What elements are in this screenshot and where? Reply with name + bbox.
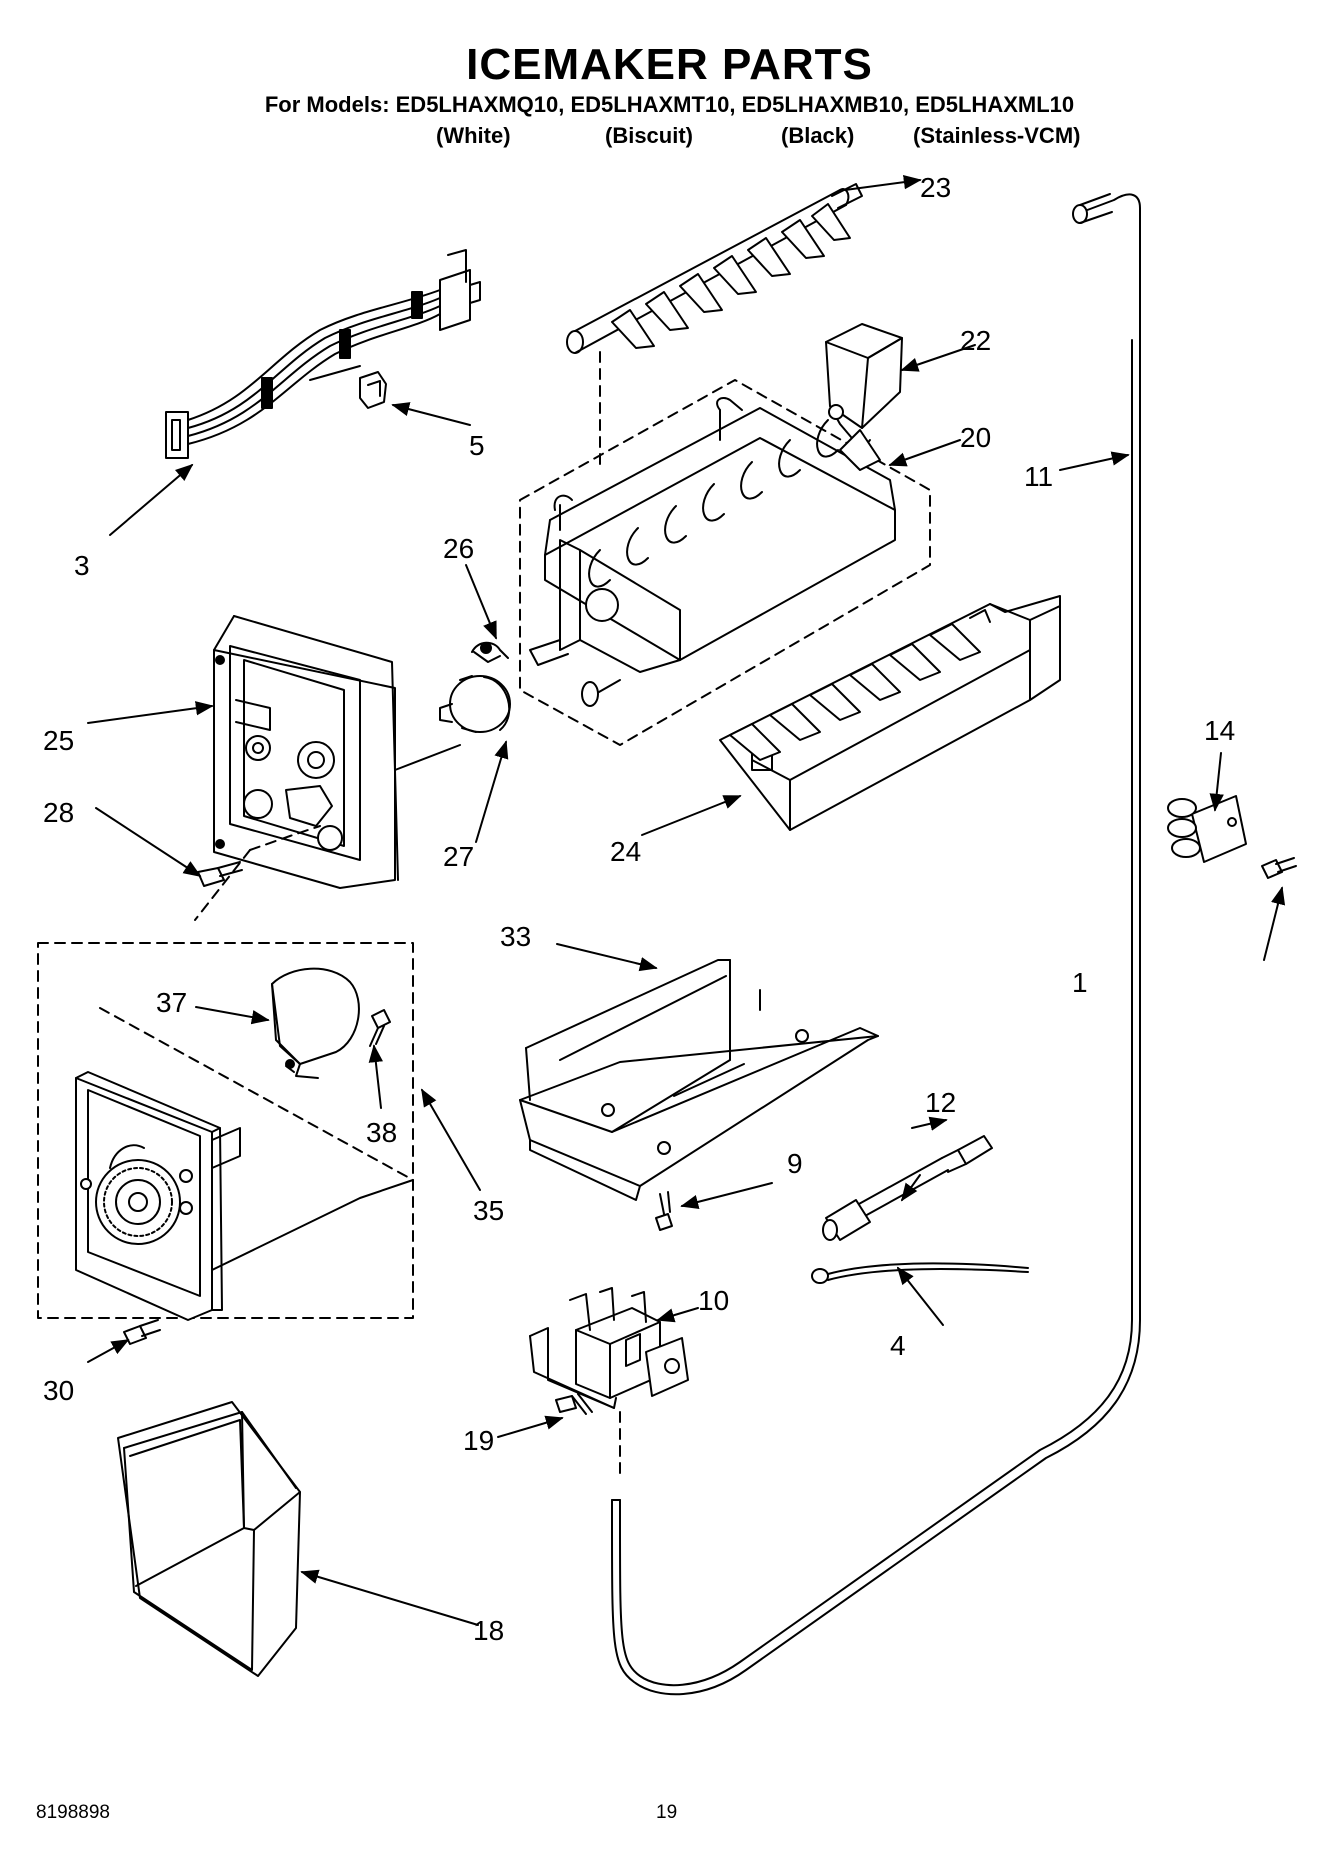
callout-28: 28 <box>43 797 74 828</box>
color-white: (White) <box>436 123 511 148</box>
control-module-part <box>75 1071 241 1321</box>
callout-3: 3 <box>74 550 90 581</box>
models-line: For Models: ED5LHAXMQ10, ED5LHAXMT10, ED… <box>264 92 1075 117</box>
callout-24: 24 <box>610 836 641 867</box>
callout-30: 30 <box>43 1375 74 1406</box>
mold-dashed-outline <box>519 379 931 746</box>
screw-30-part <box>123 1319 161 1345</box>
wire-clip-part <box>359 371 387 409</box>
page-title: ICEMAKER PARTS <box>466 40 873 89</box>
callout-23: 23 <box>920 172 951 203</box>
water-valve-part <box>529 1287 689 1409</box>
screw-19-part <box>555 1393 593 1415</box>
color-stainless: (Stainless-VCM) <box>913 123 1081 148</box>
screw-38-part <box>369 1009 391 1047</box>
wire-harness-part <box>165 249 481 459</box>
callout-27: 27 <box>443 841 474 872</box>
module-kit-outline <box>37 942 414 1319</box>
callout-11: 11 <box>1024 461 1053 492</box>
callout-20: 20 <box>960 422 991 453</box>
page-number: 19 <box>656 1802 678 1823</box>
fill-cup-part <box>825 323 903 451</box>
motor-part <box>439 675 511 733</box>
shutoff-arm-part <box>471 641 509 663</box>
callout-5: 5 <box>469 430 485 461</box>
callout-1: 1 <box>1072 967 1088 998</box>
fill-tube-part <box>811 1262 1029 1284</box>
callout-19: 19 <box>463 1425 494 1456</box>
callout-33: 33 <box>500 921 531 952</box>
callout-25: 25 <box>43 725 74 756</box>
icemaker-mold-part <box>529 397 896 707</box>
callout-12: 12 <box>925 1087 956 1118</box>
callout-10: 10 <box>698 1285 729 1316</box>
callout-26: 26 <box>443 533 474 564</box>
doc-number: 8198898 <box>36 1802 110 1823</box>
callout-14: 14 <box>1204 715 1235 746</box>
screw-9-part <box>655 1191 673 1231</box>
screw-1-part <box>1261 857 1297 879</box>
screw-28-part <box>197 861 243 887</box>
color-black: (Black) <box>781 123 855 148</box>
water-tube-part <box>611 193 1141 1696</box>
callout-22: 22 <box>960 325 991 356</box>
callout-38: 38 <box>366 1117 397 1148</box>
callout-37: 37 <box>156 987 187 1018</box>
ejector-blade-part <box>566 183 863 354</box>
tube-clamp-part <box>1167 795 1247 863</box>
callout-4: 4 <box>890 1330 906 1361</box>
color-biscuit: (Biscuit) <box>605 123 693 148</box>
tube-adapter-part <box>822 1135 993 1241</box>
callout-9: 9 <box>787 1148 803 1179</box>
ice-bin-part <box>719 595 1061 831</box>
insulation-pad-part <box>117 1401 301 1677</box>
front-cover-part <box>213 615 399 889</box>
mounting-bracket-part <box>519 959 879 1201</box>
callout-leaders <box>87 175 1286 1626</box>
callout-18: 18 <box>473 1615 504 1646</box>
motor-37-part <box>271 967 360 1079</box>
callout-35: 35 <box>473 1195 504 1226</box>
